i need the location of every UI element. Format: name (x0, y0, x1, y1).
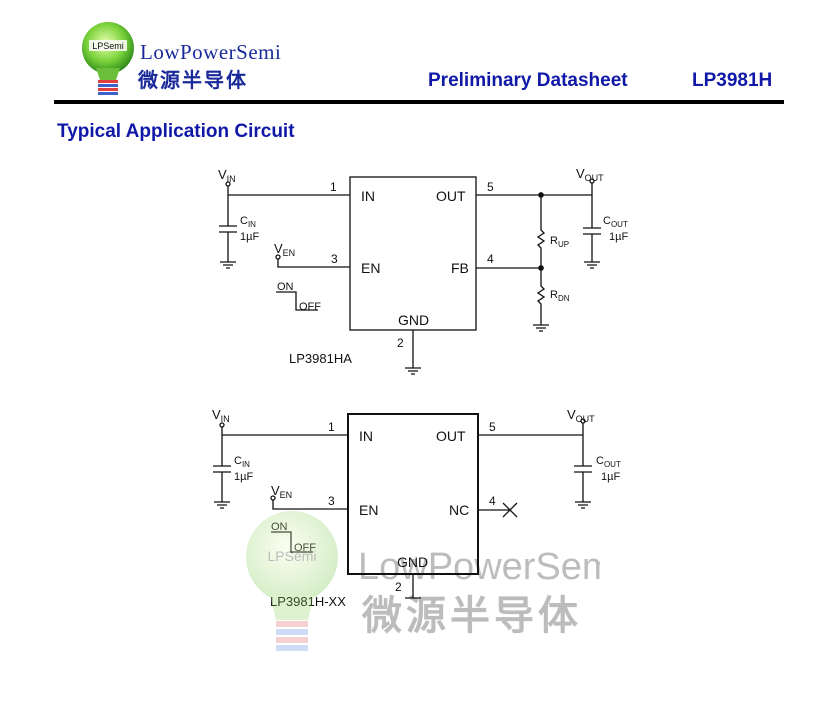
circuit-a-cin-value: 1µF (240, 231, 259, 243)
circuit-b-cin-label: CIN (234, 455, 250, 469)
circuit-b-cout-capacitor (574, 435, 592, 509)
circuit-a-off-label: OFF (299, 301, 321, 313)
circuit-b-name: LP3981H-XX (270, 594, 346, 609)
circuit-b-vin-label: VIN (212, 407, 230, 424)
brand-name-english: LowPowerSemi (140, 40, 282, 64)
company-logo: LPSemi LowPowerSemi 微源半导体 (78, 18, 281, 100)
circuit-a-rup-label: RUP (550, 235, 569, 249)
circuit-b-pin4-number: 4 (489, 494, 496, 508)
circuit-b-cin-capacitor (213, 435, 231, 509)
circuit-a-cout-capacitor (583, 195, 601, 269)
circuit-a-cin-capacitor (219, 195, 237, 269)
circuit-b-pin5-number: 5 (489, 420, 496, 434)
logo-mark-text: LPSemi (92, 41, 124, 51)
circuit-a-on-label: ON (277, 281, 294, 293)
circuit-b-ven-label: VEN (271, 483, 292, 500)
circuit-b-cout-value: 1µF (601, 471, 620, 483)
circuit-b-on-label: ON (271, 521, 288, 533)
circuit-a-pin4-number: 4 (487, 252, 494, 266)
section-title: Typical Application Circuit (57, 121, 295, 142)
circuit-a-onoff-switch (276, 291, 318, 311)
part-number: LP3981H (692, 70, 773, 91)
circuit-a-pin-en: EN (361, 260, 380, 276)
lightbulb-logo-icon: LPSemi (82, 22, 134, 95)
circuit-a-pin-out: OUT (436, 188, 466, 204)
document-title: Preliminary Datasheet (428, 70, 628, 91)
circuit-b-pin-gnd: GND (397, 554, 428, 570)
circuit-b-pin1-number: 1 (328, 420, 335, 434)
circuit-a-rdn-resistor (533, 268, 549, 332)
circuit-a-rup-resistor (536, 195, 546, 268)
circuit-a-pin1-number: 1 (330, 180, 337, 194)
circuit-a-pin-in: IN (361, 188, 375, 204)
circuit-a-ven-label: VEN (274, 241, 295, 258)
circuit-a-cout-label: COUT (603, 215, 628, 229)
circuit-a-pin2-number: 2 (397, 336, 404, 350)
circuit-a-cout-value: 1µF (609, 231, 628, 243)
header-divider (54, 100, 784, 104)
circuit-a-pin-gnd: GND (398, 312, 429, 328)
circuit-a-pin5-number: 5 (487, 180, 494, 194)
circuit-b-cout-label: COUT (596, 455, 621, 469)
circuit-b-pin-in: IN (359, 428, 373, 444)
circuit-b-cin-value: 1µF (234, 471, 253, 483)
circuit-a-name: LP3981HA (289, 351, 352, 366)
circuit-a-vin-label: VIN (218, 167, 236, 184)
circuit-a-rdn-label: RDN (550, 289, 570, 303)
circuit-a-ground (405, 330, 421, 375)
circuit-b-pin3-number: 3 (328, 494, 335, 508)
circuit-b-pin-en: EN (359, 502, 378, 518)
circuit-b-vout-label: VOUT (567, 407, 595, 424)
circuit-b-off-label: OFF (294, 542, 316, 554)
circuit-b-pin-nc: NC (449, 502, 469, 518)
circuit-b-pin-out: OUT (436, 428, 466, 444)
circuit-a-vout-label: VOUT (576, 166, 604, 183)
circuit-a-cin-label: CIN (240, 215, 256, 229)
circuit-a-pin-fb: FB (451, 260, 469, 276)
circuit-b-ground (405, 574, 421, 599)
circuit-b-nc-x-mark (478, 502, 518, 518)
circuit-a-pin3-number: 3 (331, 252, 338, 266)
circuit-b-schematic (213, 413, 592, 599)
circuit-b-pin2-number: 2 (395, 580, 402, 594)
circuit-a-schematic (219, 176, 601, 375)
brand-name-chinese: 微源半导体 (138, 68, 248, 92)
